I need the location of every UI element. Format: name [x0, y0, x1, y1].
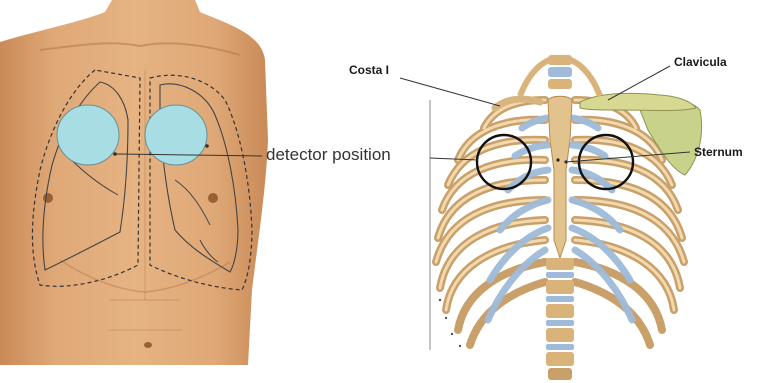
sternum-leader-dot — [564, 160, 567, 163]
right-nipple — [208, 193, 218, 203]
sternum — [548, 96, 572, 258]
sternum-center-dot — [556, 158, 559, 161]
detector-position-label: detector position — [266, 146, 391, 163]
detector-left — [57, 105, 119, 165]
clavicula-label: Clavicula — [674, 56, 727, 68]
detector-right — [145, 105, 207, 165]
sternum-label: Sternum — [694, 146, 743, 158]
navel — [144, 342, 152, 348]
detector-pointer-dot-right — [205, 144, 209, 148]
costa-leader — [400, 78, 500, 106]
left-nipple — [43, 193, 53, 203]
torso-illustration — [0, 0, 268, 365]
torso-skin — [0, 0, 268, 365]
ribcage-illustration — [400, 55, 702, 380]
costa-label: Costa I — [349, 64, 389, 76]
detector-pointer-dot-left — [113, 152, 117, 156]
